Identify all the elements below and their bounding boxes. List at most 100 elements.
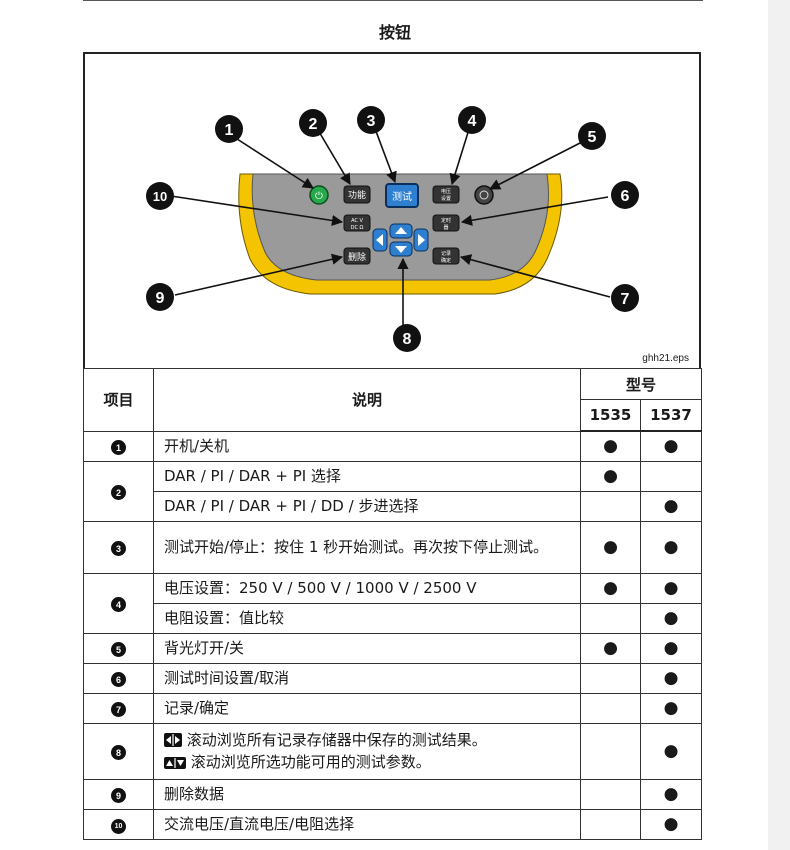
item-number-badge: 10 (111, 819, 126, 834)
power-button (309, 185, 329, 205)
item-number-badge: 5 (111, 642, 126, 658)
top-rule (83, 0, 703, 1)
table-row: 2 DAR / PI / DAR + PI 选择 ● (83, 460, 703, 522)
mark-1537: ● (639, 572, 703, 604)
svg-text:DC Ω: DC Ω (351, 225, 364, 231)
row-description: 记录/确定 (153, 692, 581, 724)
callout-8: 8 (403, 331, 412, 348)
table-row: 4 电压设置：250 V / 500 V / 1000 V / 2500 V ●… (83, 572, 703, 634)
left-right-arrow-icon (164, 733, 182, 747)
table-row: 10 交流电压/直流电压/电阻选择 ● (83, 808, 703, 840)
svg-text:器: 器 (443, 225, 448, 231)
row-description: 删除数据 (153, 778, 581, 810)
callout-7: 7 (621, 291, 630, 308)
navigation-keys (372, 223, 429, 257)
test-button (385, 183, 419, 208)
mark-1535: ● (580, 520, 641, 574)
table-row: 9 删除数据 ● (83, 778, 703, 810)
header-model: 型号 (579, 368, 703, 400)
callout-4: 4 (468, 113, 477, 130)
save-button (432, 247, 460, 265)
mark-1537: ● (639, 430, 703, 462)
figure-reference: ghh21.eps (642, 353, 689, 364)
mode-button (343, 214, 371, 232)
item-number-badge: 8 (111, 745, 126, 761)
mark-1537: ● (639, 808, 703, 840)
header-description: 说明 (153, 368, 581, 432)
header-1537: 1537 (639, 399, 703, 432)
table-row: 8 滚动浏览所有记录存储器中保存的测试结果。 滚 (83, 722, 703, 780)
item-number-badge: 6 (111, 672, 126, 688)
mark-1537: ● (639, 490, 703, 522)
table-row: 7 记录/确定 ● (83, 692, 703, 724)
scroll-parameters-text: 滚动浏览所选功能可用的测试参数。 (190, 753, 431, 771)
callout-1: 1 (225, 122, 234, 139)
row-description: 测试开始/停止：按住 1 秒开始测试。再次按下停止测试。 (153, 520, 581, 574)
function-button (343, 185, 371, 204)
backlight-button (474, 185, 494, 205)
mark-1535-empty (580, 692, 641, 724)
mark-1537: ● (639, 692, 703, 724)
mark-1537: ● (639, 778, 703, 810)
item-number-badge: 7 (111, 702, 126, 718)
callout-3: 3 (367, 113, 376, 130)
item-number-badge: 4 (111, 597, 126, 613)
mark-1537: ● (639, 602, 703, 634)
voltage-button (432, 185, 460, 204)
mark-1535: ● (580, 430, 641, 462)
delete-button-label: 删除 (348, 251, 366, 263)
item-number-badge: 3 (111, 541, 126, 557)
svg-text:电压: 电压 (441, 188, 451, 195)
svg-text:确定: 确定 (441, 257, 451, 264)
row-description: 电阻设置：值比较 (153, 602, 581, 634)
mark-1535: ● (580, 572, 641, 604)
svg-text:记录: 记录 (441, 250, 451, 257)
mark-1537: ● (639, 632, 703, 664)
mark-1535-empty (580, 662, 641, 694)
mark-1537: ● (639, 662, 703, 694)
mark-1535-empty (580, 808, 641, 840)
test-button-label: 测试 (392, 190, 412, 203)
svg-text:⏻: ⏻ (315, 191, 323, 202)
header-item: 项目 (83, 368, 154, 432)
table-row: 电阻设置：值比较 ● (84, 602, 703, 634)
function-button-label: 功能 (348, 189, 366, 201)
mark-1535-empty (580, 602, 641, 634)
page-title: 按钮 (378, 23, 411, 42)
keypad-illustration: ⏻ 功能 测试 电压 设置 AC V DC Ω 定时 器 删除 记录 确定 (146, 106, 639, 352)
table-row: 5 背光灯开/关 ● ● (83, 632, 703, 664)
up-down-arrow-icon (164, 757, 186, 769)
mark-1535-empty (580, 490, 641, 522)
row-description: 开机/关机 (153, 430, 581, 462)
svg-text:定时: 定时 (441, 217, 451, 224)
scroll-results-text: 滚动浏览所有记录存储器中保存的测试结果。 (186, 731, 487, 749)
callout-10: 10 (153, 189, 167, 204)
table-row: DAR / PI / DAR + PI / DD / 步进选择 ● (84, 490, 703, 522)
item-number-badge: 1 (111, 440, 126, 456)
row-description: 滚动浏览所有记录存储器中保存的测试结果。 滚动浏览所选功能可用的测试参数。 (153, 722, 581, 780)
row-description: 背光灯开/关 (153, 632, 581, 664)
table-row: 3 测试开始/停止：按住 1 秒开始测试。再次按下停止测试。 ● ● (83, 520, 703, 574)
mark-1537: ● (639, 722, 703, 780)
button-diagram: ⏻ 功能 测试 电压 设置 AC V DC Ω 定时 器 删除 记录 确定 (83, 52, 701, 368)
item-number-badge: 2 (111, 485, 126, 501)
svg-text:设置: 设置 (441, 195, 451, 202)
mark-1535-empty (580, 778, 641, 810)
callout-5: 5 (588, 129, 597, 146)
mark-1535: ● (580, 460, 641, 492)
row-description: 电压设置：250 V / 500 V / 1000 V / 2500 V (153, 572, 581, 604)
page-margin-bar (768, 0, 790, 850)
item-number-badge: 9 (111, 788, 126, 804)
timer-button (432, 214, 460, 232)
table-row: 1 开机/关机 ● ● (83, 430, 703, 462)
mark-1535: ● (580, 632, 641, 664)
row-description: DAR / PI / DAR + PI / DD / 步进选择 (153, 490, 581, 522)
mark-1535-empty (580, 722, 641, 780)
table-row: 6 测试时间设置/取消 ● (83, 662, 703, 694)
header-1535: 1535 (580, 399, 641, 432)
button-table: 项目 说明 型号 1535 1537 1 开机/关机 ● ● 2 DAR / P… (83, 368, 703, 840)
delete-button (343, 247, 371, 265)
callout-9: 9 (156, 290, 165, 307)
callout-2: 2 (309, 116, 318, 133)
row-description: 测试时间设置/取消 (153, 662, 581, 694)
